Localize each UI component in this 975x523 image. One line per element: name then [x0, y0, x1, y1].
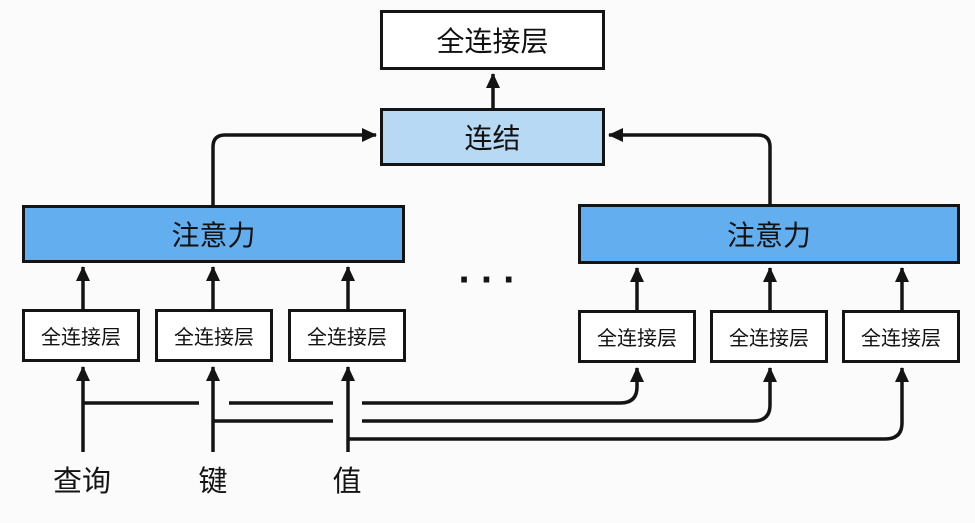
fc-box-query-right: 全连接层: [578, 310, 696, 363]
fc-box-query-left: 全连接层: [22, 309, 140, 362]
key-label: 键: [198, 466, 228, 498]
arrow-query-to-fc4: [362, 367, 644, 405]
fc-box-value-right: 全连接层: [842, 310, 960, 363]
fc-box-value-left: 全连接层: [288, 309, 406, 362]
output-fc-box: 全连接层: [380, 10, 605, 70]
attention-right-box: 注意力: [578, 204, 960, 264]
attention-left-box: 注意力: [22, 205, 405, 263]
heads-ellipsis: ···: [458, 257, 526, 302]
concat-box: 连结: [380, 108, 605, 166]
arrow-attention-right-to-concat: [608, 128, 772, 206]
fc-box-key-right: 全连接层: [710, 310, 828, 363]
fc-box-key-left: 全连接层: [155, 309, 273, 362]
arrow-attention-left-to-concat: [211, 128, 377, 207]
query-label: 查询: [52, 466, 112, 498]
arrow-value-to-fc6: [348, 367, 909, 441]
value-label: 值: [332, 466, 362, 498]
arrow-key-to-fc5: [362, 367, 777, 423]
